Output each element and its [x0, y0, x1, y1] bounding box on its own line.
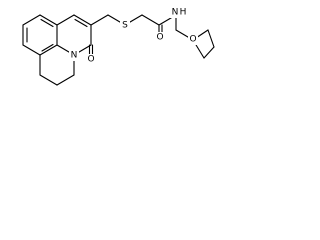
bond-layer [22, 14, 215, 86]
label-mask [155, 32, 165, 43]
ring-nitrogen-atom: N [69, 50, 79, 61]
chemical-structure-diagram: O N S O N H O [22, 7, 215, 86]
amide-oxygen-atom: O [155, 32, 165, 43]
ketone-oxygen-label: O [87, 55, 94, 65]
bond [56, 14, 75, 26]
amide-nitrogen-label: N [172, 8, 179, 18]
label-mask [170, 7, 188, 18]
amide-hydrogen-label: H [180, 8, 187, 18]
bond [56, 74, 75, 86]
bond-double [41, 43, 54, 52]
bond-double [74, 18, 88, 28]
label-mask [69, 50, 79, 61]
bond-double [40, 18, 54, 28]
bond [39, 74, 58, 86]
ring-nitrogen-label: N [71, 51, 78, 61]
label-mask [188, 34, 198, 45]
bond [207, 29, 215, 48]
bond [141, 14, 160, 26]
ketone-oxygen-atom: O [86, 54, 96, 65]
atom-label-layer: O N S O N H O [69, 7, 198, 65]
bond [90, 14, 109, 26]
thioether-sulfur-label: S [122, 21, 128, 31]
furan-oxygen-label: O [189, 35, 196, 45]
bond [203, 46, 215, 59]
bond [73, 14, 92, 26]
label-mask [120, 20, 130, 31]
bond [22, 44, 41, 56]
amide-nitrogen-atom: N H [170, 7, 188, 18]
label-mask [86, 54, 96, 65]
thioether-sulfur-atom: S [120, 20, 130, 31]
amide-oxygen-label: O [156, 33, 163, 43]
furan-oxygen-atom: O [188, 34, 198, 45]
bond [22, 14, 41, 26]
bond [39, 44, 58, 56]
bond [39, 14, 58, 26]
